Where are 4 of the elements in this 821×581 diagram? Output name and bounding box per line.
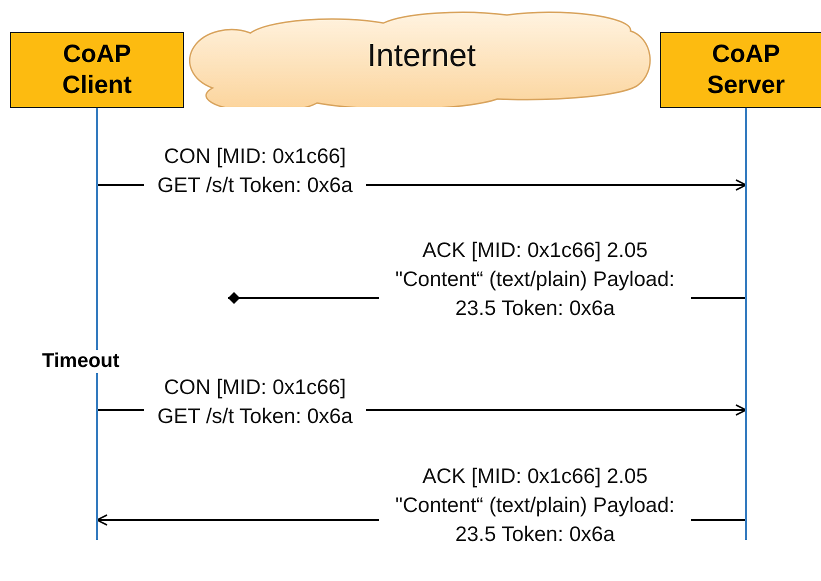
timeout-note: Timeout	[42, 350, 120, 373]
cloud-label: Internet	[367, 36, 476, 74]
participant-box: CoAP Client	[10, 32, 184, 108]
participant-box: CoAP Server	[660, 32, 821, 108]
